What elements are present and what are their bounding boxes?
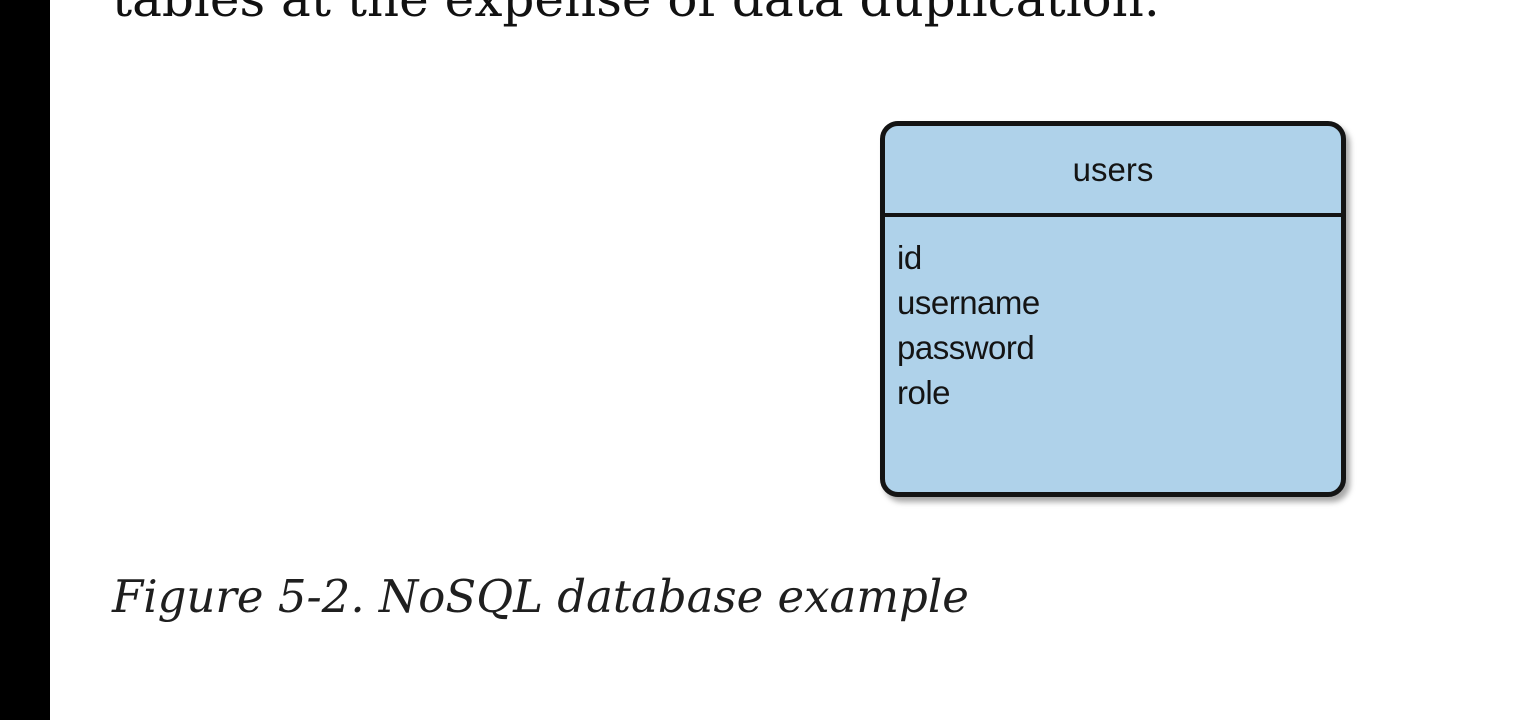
- table-field-list: id username password role: [885, 217, 1341, 415]
- left-border: [0, 0, 50, 720]
- users-table-entity: users id username password role: [880, 121, 1346, 497]
- figure-caption: Figure 5-2. NoSQL database example: [112, 570, 969, 623]
- body-text-line: tables at the expense of data duplicatio…: [112, 0, 1160, 24]
- field-id: id: [897, 239, 922, 276]
- field-role: role: [897, 374, 951, 411]
- table-name: users: [885, 126, 1341, 217]
- field-username: username: [897, 284, 1040, 321]
- field-password: password: [897, 329, 1035, 366]
